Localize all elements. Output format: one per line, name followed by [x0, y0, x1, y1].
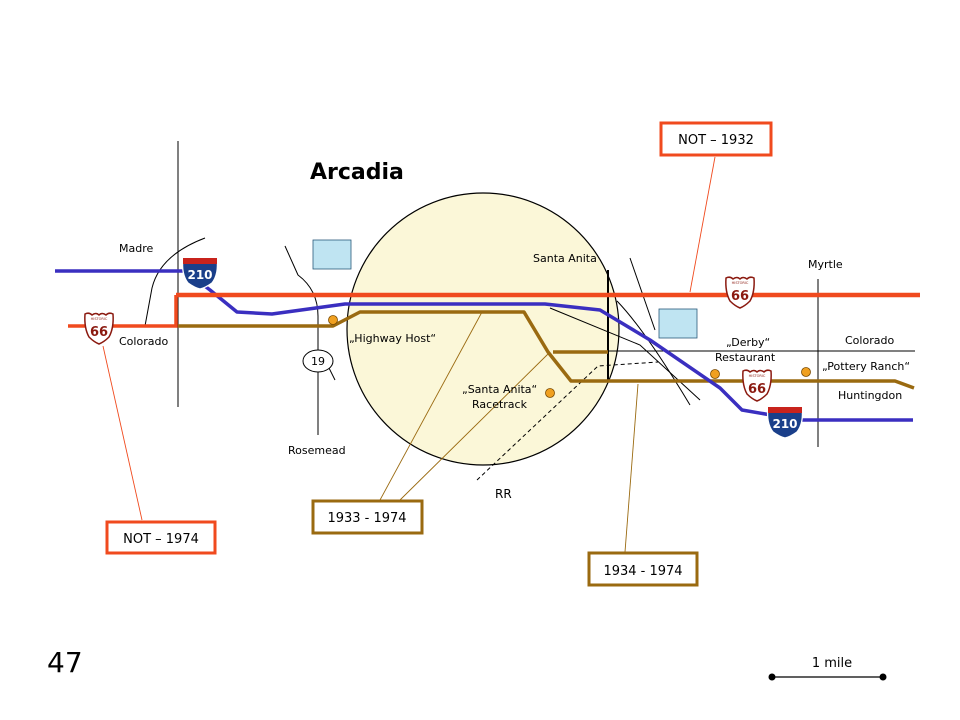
label-madre: Madre	[119, 242, 153, 255]
route66-brown-alignment	[178, 310, 915, 390]
leader-1933-a	[379, 311, 483, 501]
label-pottery-ranch: „Pottery Ranch“	[822, 360, 910, 373]
route66-shield-icon	[725, 276, 755, 309]
leader-not-1974	[102, 345, 143, 521]
page-number: 47	[47, 646, 83, 679]
route66-shield-north: HISTORIC 66	[725, 276, 755, 309]
building-east	[658, 308, 698, 339]
legend-box	[587, 551, 699, 587]
arcadia-area-circle	[346, 192, 620, 466]
label-colorado-west: Colorado	[119, 335, 168, 348]
legend-text: NOT – 1974	[123, 532, 199, 547]
legend-not-1974: NOT – 1974	[105, 520, 217, 555]
poi-derby	[710, 369, 720, 379]
poi-racetrack	[545, 388, 555, 398]
interstate-210-number: 210	[187, 268, 212, 282]
route-19-marker	[302, 349, 334, 373]
legend-text: NOT – 1932	[678, 133, 754, 148]
label-rosemead: Rosemead	[288, 444, 346, 457]
label-racetrack-2: Racetrack	[472, 398, 528, 411]
label-highway-host: „Highway Host“	[349, 332, 436, 345]
leader-1933-b	[399, 353, 549, 501]
local-streets	[144, 141, 915, 447]
legend-box	[659, 121, 773, 157]
interstate-shield-band	[768, 407, 802, 413]
map-title: Arcadia	[310, 160, 404, 185]
poi-pottery-ranch	[801, 367, 811, 377]
building-west	[312, 239, 352, 270]
railroad-line	[476, 361, 659, 481]
legend-not-1932: NOT – 1932	[659, 121, 773, 157]
street-rosemead	[284, 245, 319, 435]
scale-end-left	[768, 673, 776, 681]
leader-1934	[624, 383, 639, 553]
legend-box	[105, 520, 217, 555]
label-santa-anita: Santa Anita	[533, 252, 597, 265]
route66-shield-west: HISTORIC 66	[84, 312, 114, 345]
label-myrtle: Myrtle	[808, 258, 843, 271]
interstate-shield-band	[183, 258, 217, 264]
legend-1933-1974: 1933 - 1974	[311, 499, 424, 535]
legend-box	[311, 499, 424, 535]
route-19-label: 19	[311, 355, 325, 368]
route66-shield-top: HISTORIC	[749, 374, 766, 378]
label-derby-2: Restaurant	[715, 351, 776, 364]
label-colorado-east: Colorado	[845, 334, 894, 347]
interstate-210-shield-east: 210	[766, 406, 804, 439]
route66-shield-icon	[742, 369, 772, 402]
poi-highway-host	[328, 315, 338, 325]
scale-end-right	[879, 673, 887, 681]
interstate-shield-icon	[181, 257, 219, 290]
scale-label: 1 mile	[812, 656, 852, 671]
interstate-210-shield-west: 210	[181, 257, 219, 290]
scale-bar: 1 mile	[768, 656, 887, 681]
legend-text: 1933 - 1974	[327, 511, 406, 526]
route66-shield-top: HISTORIC	[91, 317, 108, 321]
route66-shield-number: 66	[748, 382, 766, 397]
leader-lines	[102, 156, 716, 553]
route66-shield-top: HISTORIC	[732, 281, 749, 285]
route66-shield-south: HISTORIC 66	[742, 369, 772, 402]
legend-1934-1974: 1934 - 1974	[587, 551, 699, 587]
street-madre-diagonal	[144, 237, 206, 327]
legend-text: 1934 - 1974	[603, 564, 682, 579]
leader-not-1932	[689, 156, 716, 293]
label-racetrack-1: „Santa Anita“	[462, 383, 537, 396]
label-derby-1: „Derby“	[726, 336, 770, 349]
interstate-210-number: 210	[772, 417, 797, 431]
label-rr: RR	[495, 487, 512, 501]
interstate-shield-icon	[766, 406, 804, 439]
interstate-210-line	[55, 269, 913, 422]
route66-shield-number: 66	[731, 289, 749, 304]
label-huntingdon: Huntingdon	[838, 389, 902, 402]
route66-shield-icon	[84, 312, 114, 345]
route66-shield-number: 66	[90, 325, 108, 340]
